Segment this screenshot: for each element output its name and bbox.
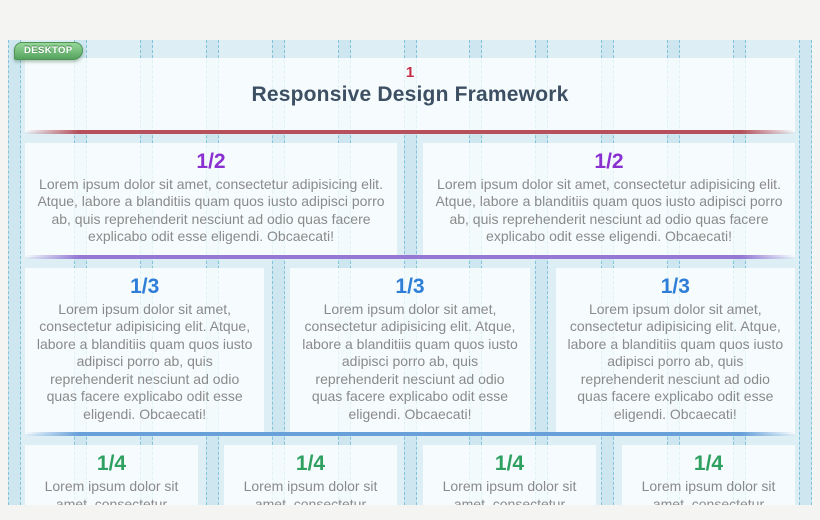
page-canvas: DESKTOP 1 Responsive Design Framework 1/… [8,40,812,505]
placeholder-text: Lorem ipsum dolor sit amet, consectetur … [442,478,577,505]
placeholder-text: Lorem ipsum dolor sit amet, consectetur … [567,300,784,422]
placeholder-text: Lorem ipsum dolor sit amet, consectetur … [36,300,253,422]
grid-span-label: 1 [405,64,415,81]
fraction-label: 1/4 [96,452,127,476]
fraction-label: 1/4 [494,452,525,476]
fraction-label: 1/4 [295,452,326,476]
fraction-label: 1/3 [660,274,690,298]
breakpoint-badge: DESKTOP [14,42,83,60]
placeholder-text: Lorem ipsum dolor sit amet, consectetur … [44,478,179,505]
fraction-label: 1/2 [594,149,624,173]
fraction-label: 1/3 [395,274,425,298]
page-title: Responsive Design Framework [251,82,569,106]
placeholder-text: Lorem ipsum dolor sit amet, consectetur … [243,478,378,505]
fraction-label: 1/4 [693,452,724,476]
placeholder-text: Lorem ipsum dolor sit amet, consectetur … [435,175,783,245]
fraction-label: 1/2 [196,149,226,173]
header-rule [25,129,795,134]
fraction-label: 1/3 [130,274,160,298]
header-row: 1 Responsive Design Framework [25,58,795,134]
row-rule [25,432,795,437]
header-section: 1 Responsive Design Framework [25,58,795,132]
placeholder-text: Lorem ipsum dolor sit amet, consectetur … [302,300,518,422]
placeholder-text: Lorem ipsum dolor sit amet, consectetur … [641,478,776,505]
placeholder-text: Lorem ipsum dolor sit amet, consectetur … [37,175,385,245]
row-rule [25,254,795,259]
